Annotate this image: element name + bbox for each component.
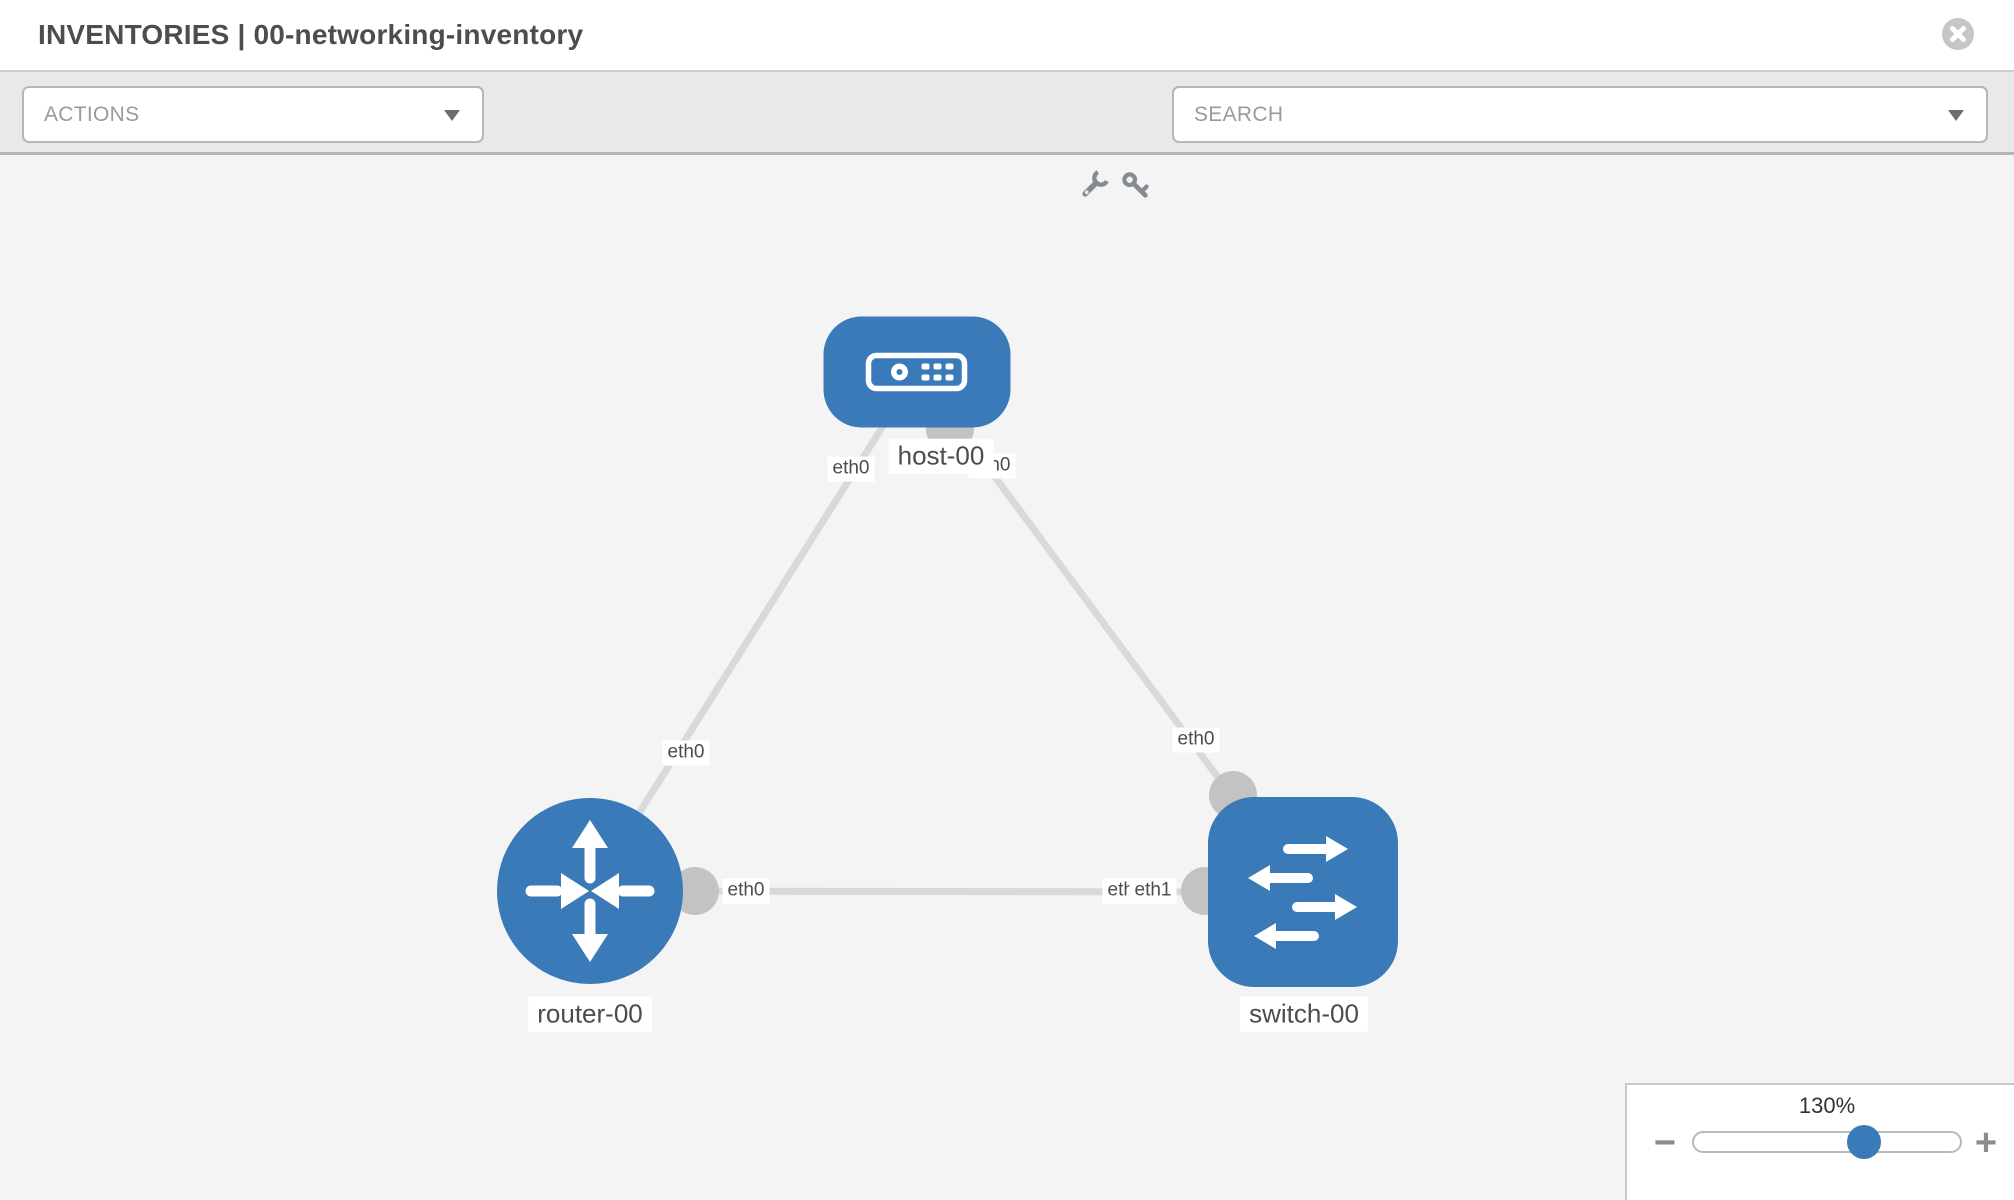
interface-label: eth1: [1129, 878, 1177, 904]
host-icon: [865, 352, 968, 392]
switch-icon: [1248, 836, 1357, 949]
zoom-slider-thumb[interactable]: [1847, 1125, 1881, 1159]
node-label: host-00: [888, 438, 994, 474]
node-label: router-00: [528, 996, 652, 1032]
zoom-value: 130%: [1798, 1093, 1856, 1118]
zoom-out-button[interactable]: −: [1643, 1121, 1687, 1165]
node-host-00[interactable]: [823, 316, 1011, 428]
chevron-down-icon: [1948, 109, 1964, 121]
interface-label: eth0: [1172, 727, 1220, 753]
search-dropdown-label: SEARCH: [1194, 102, 1284, 126]
node-label: switch-00: [1240, 996, 1368, 1032]
interface-label: eth0: [827, 456, 875, 482]
key-icon[interactable]: [1119, 169, 1153, 203]
interface-label: eth0: [722, 878, 770, 904]
node-router-00[interactable]: [497, 798, 683, 984]
search-dropdown[interactable]: SEARCH: [1172, 86, 1988, 143]
x-circle-icon: [1942, 18, 1974, 50]
chevron-down-icon: [444, 109, 460, 121]
actions-dropdown[interactable]: ACTIONS: [22, 86, 484, 143]
topology-canvas[interactable]: [0, 155, 2014, 1200]
toolbar: ACTIONS SEARCH: [0, 70, 2014, 198]
zoom-panel: 130% − +: [1625, 1083, 2014, 1200]
wrench-icon[interactable]: [1077, 169, 1111, 203]
interface-label: eth0: [662, 740, 710, 766]
zoom-in-button[interactable]: +: [1964, 1121, 2008, 1165]
node-switch-00[interactable]: [1208, 797, 1398, 987]
port-circle: [671, 867, 719, 915]
page-header: INVENTORIES | 00-networking-inventory: [0, 0, 2014, 70]
router-icon: [525, 820, 655, 962]
page-title: INVENTORIES | 00-networking-inventory: [38, 19, 584, 50]
close-button[interactable]: [1941, 17, 1975, 51]
actions-dropdown-label: ACTIONS: [44, 102, 140, 126]
zoom-slider-track[interactable]: [1692, 1125, 1962, 1159]
